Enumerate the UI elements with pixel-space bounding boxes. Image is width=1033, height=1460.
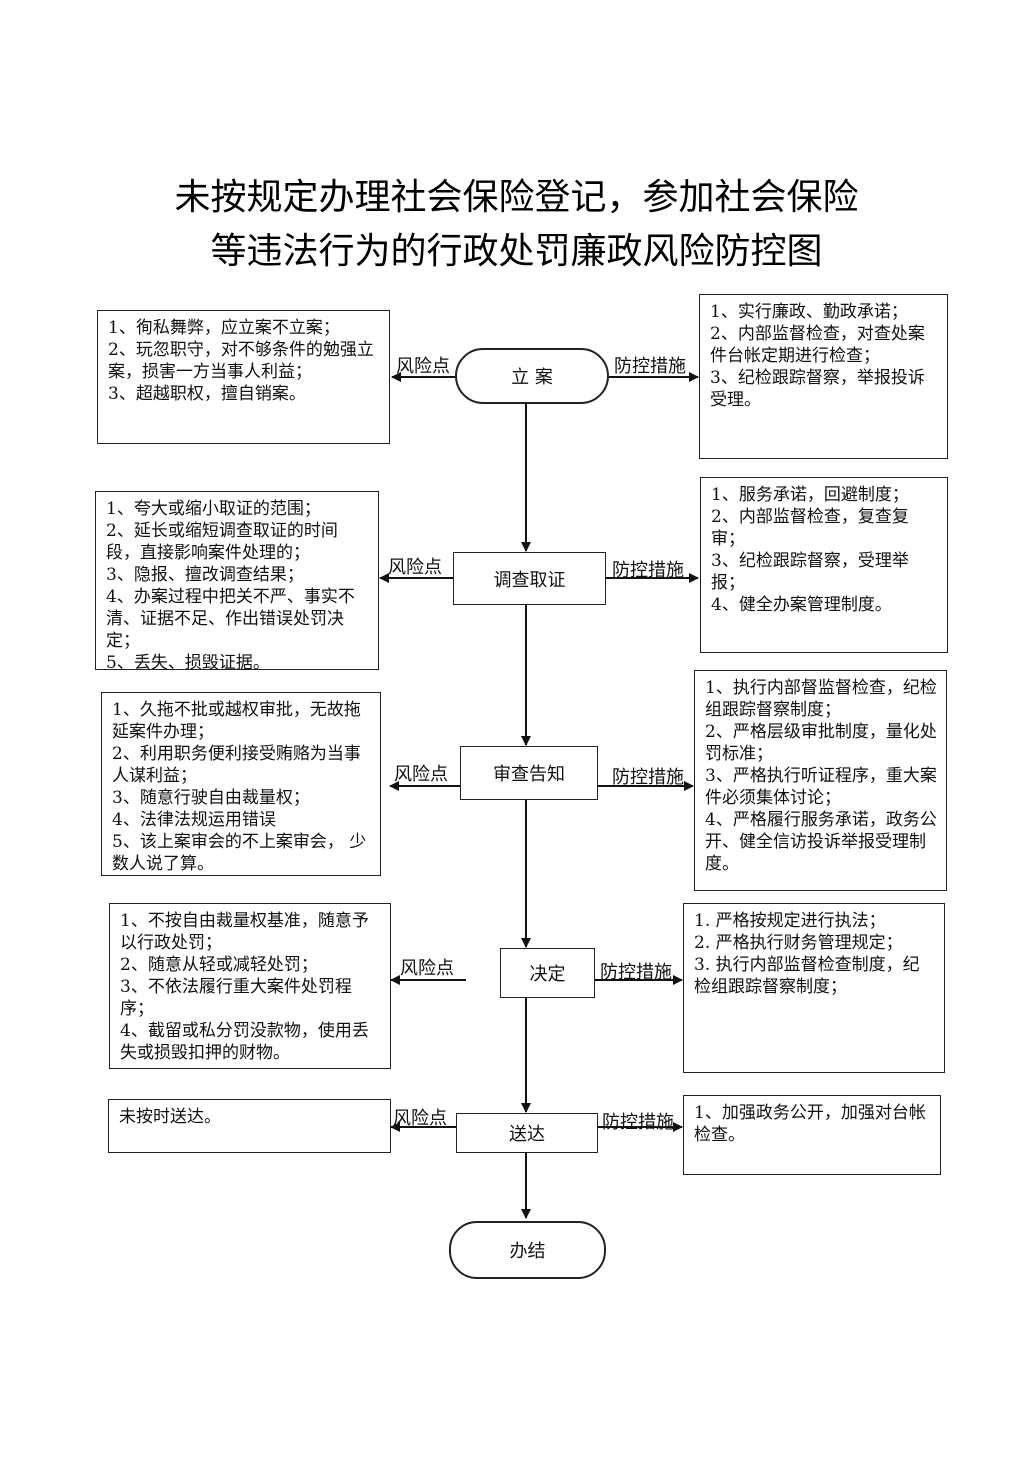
control-label-3: 防控措施	[612, 767, 684, 788]
step-node-3: 审查告知	[460, 746, 598, 800]
control-label-1: 防控措施	[614, 356, 686, 377]
risk-label-5: 风险点	[393, 1108, 447, 1129]
risk-label-2: 风险点	[388, 557, 442, 578]
risk-box-1: 1、徇私舞弊，应立案不立案； 2、玩忽职守，对不够条件的勉强立案，损害一方当事人…	[97, 310, 390, 444]
risk-box-2: 1、夸大或缩小取证的范围； 2、延长或缩短调查取证的时间段，直接影响案件处理的；…	[95, 491, 379, 670]
end-node: 办结	[449, 1221, 606, 1279]
title-line-2: 等违法行为的行政处罚廉政风险防控图	[210, 231, 823, 272]
risk-box-5: 未按时送达。	[108, 1099, 391, 1153]
risk-box-3: 1、久拖不批或越权审批，无故拖延案件办理； 2、利用职务便利接受贿赂为当事人谋利…	[101, 692, 381, 876]
control-label-4: 防控措施	[600, 962, 672, 983]
step-node-1: 立 案	[455, 348, 609, 404]
risk-label-3: 风险点	[394, 764, 448, 785]
risk-box-4: 1、不按自由裁量权基准，随意予以行政处罚； 2、随意从轻或减轻处罚； 3、不依法…	[109, 903, 391, 1069]
title-line-1: 未按规定办理社会保险登记，参加社会保险	[174, 177, 859, 218]
control-box-3: 1、执行内部督监督检查，纪检组跟踪督察制度； 2、严格层级审批制度，量化处罚标准…	[694, 670, 947, 891]
step-node-2: 调查取证	[453, 552, 606, 605]
step-node-4: 决定	[500, 948, 595, 998]
control-box-4: 1. 严格按规定进行执法； 2. 严格执行财务管理规定； 3. 执行内部监督检查…	[683, 903, 945, 1073]
control-box-1: 1、实行廉政、勤政承诺； 2、内部监督检查，对查处案件台帐定期进行检查； 3、纪…	[699, 294, 948, 459]
control-box-5: 1、加强政务公开，加强对台帐检查。	[683, 1095, 941, 1175]
risk-label-4: 风险点	[400, 958, 454, 979]
risk-label-1: 风险点	[396, 356, 450, 377]
control-label-5: 防控措施	[602, 1112, 674, 1133]
step-node-5: 送达	[456, 1113, 598, 1153]
control-box-2: 1、服务承诺，回避制度； 2、内部监督检查，复查复审； 3、纪检跟踪督察，受理举…	[700, 477, 948, 653]
control-label-2: 防控措施	[612, 560, 684, 581]
